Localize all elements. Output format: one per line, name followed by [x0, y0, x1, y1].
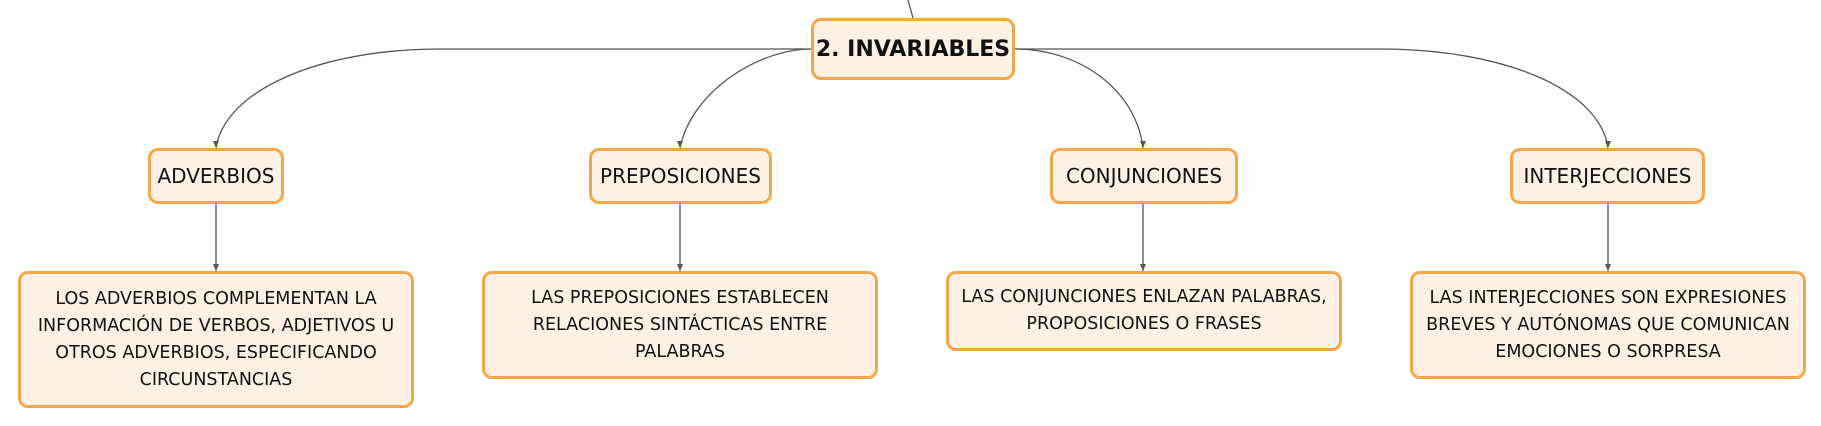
category-label: ADVERBIOS [157, 164, 275, 188]
description-node-interjecciones[interactable]: LAS INTERJECCIONES SON EXPRESIONES BREVE… [1410, 271, 1806, 379]
category-node-preposiciones[interactable]: PREPOSICIONES [589, 148, 772, 204]
description-node-preposiciones[interactable]: LAS PREPOSICIONES ESTABLECEN RELACIONES … [482, 271, 878, 379]
parent-connector [907, 0, 914, 19]
root-label: 2. INVARIABLES [815, 36, 1011, 62]
connector-adverbios [215, 48, 811, 149]
connector-conjunciones [1014, 48, 1144, 149]
connector-interjecciones [1015, 48, 1609, 149]
description-text: LAS PREPOSICIONES ESTABLECEN RELACIONES … [531, 287, 829, 362]
connector-preposiciones [679, 48, 812, 149]
category-label: CONJUNCIONES [1065, 164, 1223, 188]
category-label: INTERJECCIONES [1523, 164, 1692, 188]
description-text: LAS CONJUNCIONES ENLAZAN PALABRAS, PROPO… [961, 287, 1327, 334]
root-node[interactable]: 2. INVARIABLES [811, 18, 1015, 80]
description-node-conjunciones[interactable]: LAS CONJUNCIONES ENLAZAN PALABRAS, PROPO… [946, 271, 1342, 351]
category-node-adverbios[interactable]: ADVERBIOS [148, 148, 284, 204]
description-text: LOS ADVERBIOS COMPLEMENTAN LA INFORMACIÓ… [37, 288, 395, 390]
description-node-adverbios[interactable]: LOS ADVERBIOS COMPLEMENTAN LA INFORMACIÓ… [18, 271, 414, 408]
category-label: PREPOSICIONES [600, 164, 761, 188]
description-text: LAS INTERJECCIONES SON EXPRESIONES BREVE… [1426, 287, 1790, 362]
category-node-interjecciones[interactable]: INTERJECCIONES [1510, 148, 1705, 204]
category-node-conjunciones[interactable]: CONJUNCIONES [1050, 148, 1238, 204]
